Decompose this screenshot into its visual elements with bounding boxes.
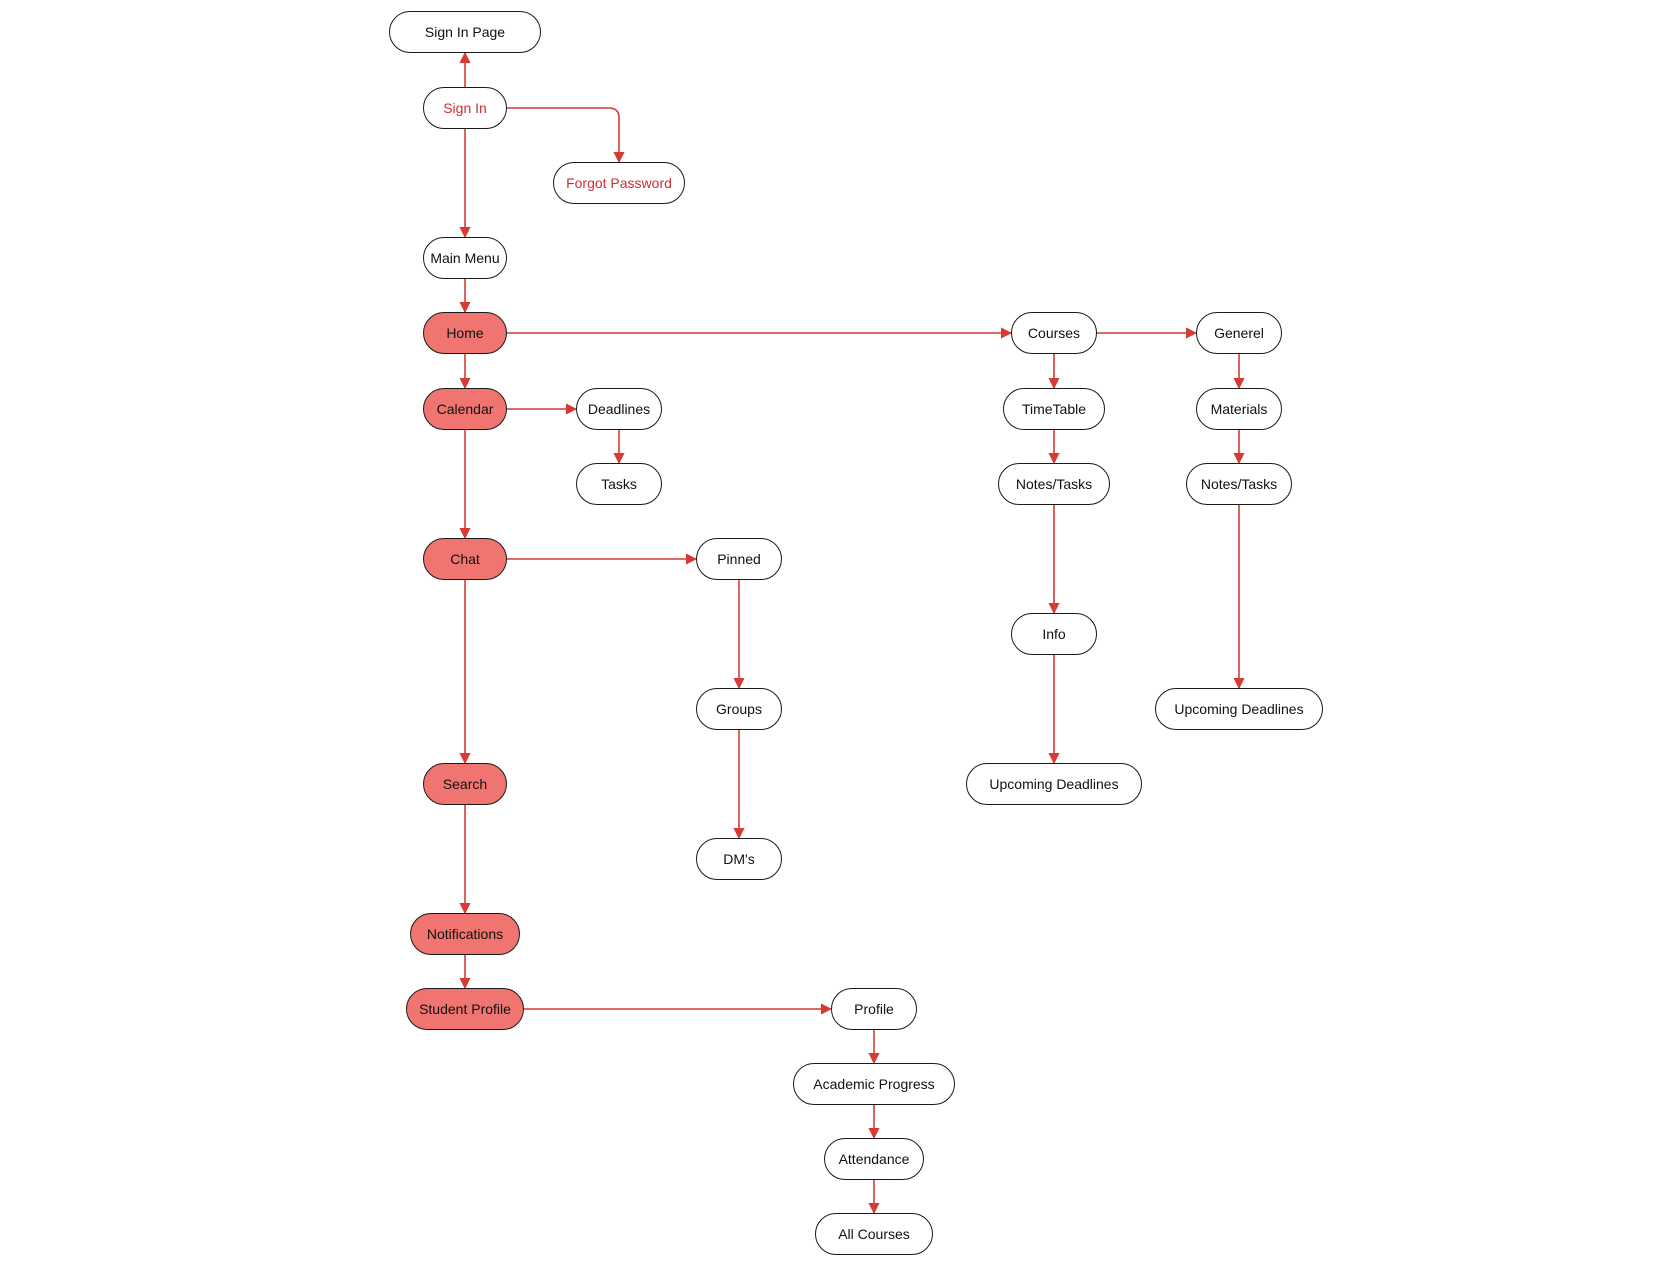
node-generel-notes-tasks[interactable]: Notes/Tasks	[1186, 463, 1292, 505]
node-calendar[interactable]: Calendar	[423, 388, 507, 430]
node-dms[interactable]: DM's	[696, 838, 782, 880]
node-attendance[interactable]: Attendance	[824, 1138, 924, 1180]
node-sign-in-page[interactable]: Sign In Page	[389, 11, 541, 53]
node-academic-progress[interactable]: Academic Progress	[793, 1063, 955, 1105]
node-profile[interactable]: Profile	[831, 988, 917, 1030]
node-materials[interactable]: Materials	[1196, 388, 1282, 430]
node-search[interactable]: Search	[423, 763, 507, 805]
node-generel[interactable]: Generel	[1196, 312, 1282, 354]
node-course-notes-tasks[interactable]: Notes/Tasks	[998, 463, 1110, 505]
node-course-upcoming-deadlines[interactable]: Upcoming Deadlines	[966, 763, 1142, 805]
node-courses[interactable]: Courses	[1011, 312, 1097, 354]
node-main-menu[interactable]: Main Menu	[423, 237, 507, 279]
node-pinned[interactable]: Pinned	[696, 538, 782, 580]
node-all-courses[interactable]: All Courses	[815, 1213, 933, 1255]
node-tasks[interactable]: Tasks	[576, 463, 662, 505]
node-chat[interactable]: Chat	[423, 538, 507, 580]
edge-sign_in-to-forgot_password	[507, 107, 625, 164]
node-info[interactable]: Info	[1011, 613, 1097, 655]
node-home[interactable]: Home	[423, 312, 507, 354]
node-notifications[interactable]: Notifications	[410, 913, 520, 955]
node-forgot-password[interactable]: Forgot Password	[553, 162, 685, 204]
node-sign-in[interactable]: Sign In	[423, 87, 507, 129]
node-timetable[interactable]: TimeTable	[1003, 388, 1105, 430]
node-generel-upcoming-deadlines[interactable]: Upcoming Deadlines	[1155, 688, 1323, 730]
node-groups[interactable]: Groups	[696, 688, 782, 730]
node-deadlines[interactable]: Deadlines	[576, 388, 662, 430]
node-student-profile[interactable]: Student Profile	[406, 988, 524, 1030]
